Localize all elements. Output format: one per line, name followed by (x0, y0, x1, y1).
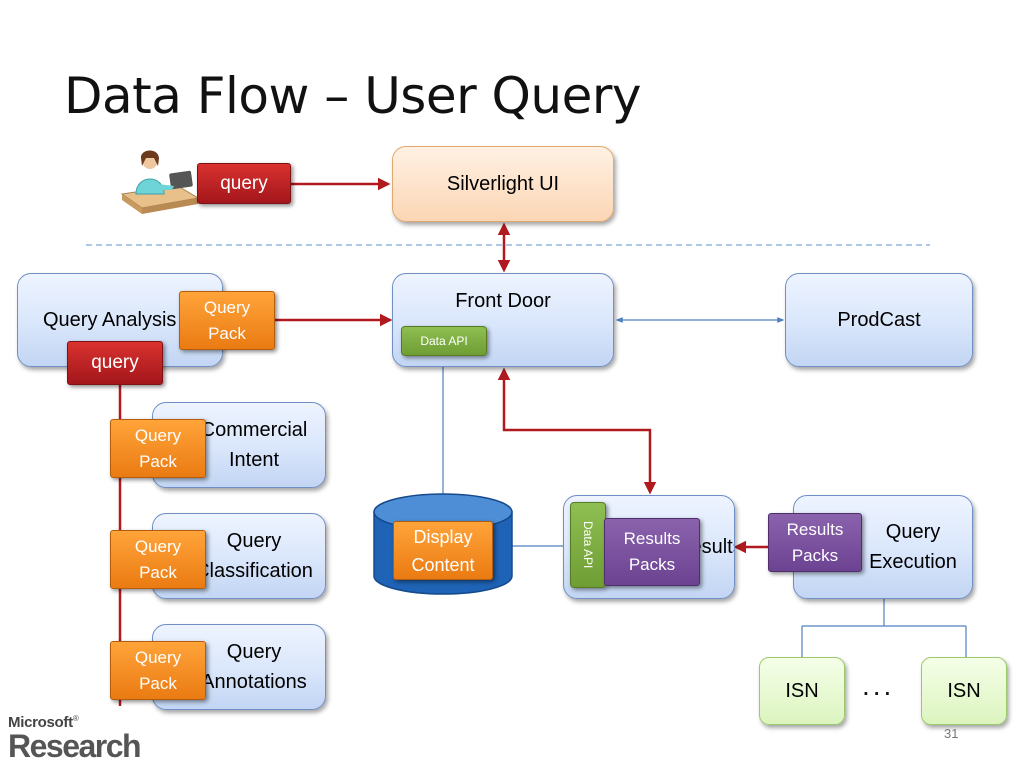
results-packs-left-line2: Packs (628, 555, 676, 574)
microsoft-research-logo: Microsoft® Research (8, 714, 142, 764)
commercial-intent-line1: Commercial (200, 419, 308, 441)
display-content-line2: Content (411, 554, 475, 575)
isn-box-right: ISN (921, 657, 1007, 725)
query-pack-analysis-line2: Pack (208, 323, 246, 343)
results-packs-right-line1: Results (786, 519, 844, 539)
display-content-tag: Display Content (393, 521, 493, 580)
page-number: 31 (944, 726, 959, 741)
silverlight-ui-box: Silverlight UI (392, 146, 614, 222)
prodcast-label: ProdCast (837, 309, 921, 331)
connector-execution-isn-tree (801, 598, 967, 657)
logo-registered-mark: ® (72, 714, 79, 723)
query-analysis-query-tag: query (67, 341, 163, 385)
results-data-api-label: Data API (581, 521, 595, 569)
results-packs-right-line2: Packs (791, 545, 839, 565)
query-pack-commercial-line1: Query (134, 425, 182, 445)
query-pack-annotations-line2: Pack (139, 673, 177, 693)
query-pack-classification-line2: Pack (139, 562, 177, 582)
query-pack-annotations-line1: Query (134, 647, 182, 667)
query-pack-tag-annotations: Query Pack (110, 641, 206, 700)
query-pack-analysis-line1: Query (203, 297, 251, 317)
isn-right-label: ISN (947, 680, 981, 702)
commercial-intent-line2: Intent (228, 449, 280, 471)
front-door-data-api-tag: Data API (401, 326, 487, 356)
isn-ellipsis: ... (862, 670, 895, 701)
query-classification-box: Query Classification (152, 513, 326, 599)
front-door-data-api-label: Data API (420, 334, 468, 348)
query-annotations-line2: Annotations (201, 671, 307, 693)
commercial-intent-box: Commercial Intent (152, 402, 326, 488)
query-analysis-query-tag-label: query (91, 352, 139, 373)
display-content-line1: Display (413, 526, 473, 547)
user-query-tag: query (197, 163, 291, 204)
arrow-front-door-results (497, 367, 657, 495)
user-at-desk-icon (120, 150, 200, 214)
results-packs-left-line1: Results (623, 529, 681, 548)
isn-left-label: ISN (785, 680, 819, 702)
query-execution-line2: Execution (869, 551, 957, 573)
logo-line1: Microsoft (8, 714, 73, 731)
query-annotations-line1: Query (226, 641, 282, 663)
query-execution-line1: Query (885, 521, 941, 543)
results-data-api-tag: Data API (570, 502, 606, 588)
prodcast-box: ProdCast (785, 273, 973, 367)
logo-line2: Research (8, 728, 142, 764)
query-analysis-label: Query Analysis (43, 309, 177, 331)
isn-box-left: ISN (759, 657, 845, 725)
query-pack-commercial-line2: Pack (139, 451, 177, 471)
query-classification-line1: Query (226, 530, 282, 552)
query-pack-tag-analysis: Query Pack (179, 291, 275, 350)
results-packs-tag-left: Results Packs (604, 518, 700, 586)
query-pack-tag-commercial: Query Pack (110, 419, 206, 478)
query-pack-tag-classification: Query Pack (110, 530, 206, 589)
front-door-label: Front Door (455, 290, 551, 312)
user-query-tag-label: query (220, 172, 268, 194)
silverlight-ui-label: Silverlight UI (446, 173, 560, 195)
slide-title: Data Flow – User Query (64, 67, 642, 125)
query-classification-line2: Classification (195, 560, 313, 582)
results-packs-tag-right: Results Packs (768, 513, 862, 572)
query-pack-classification-line1: Query (134, 536, 182, 556)
